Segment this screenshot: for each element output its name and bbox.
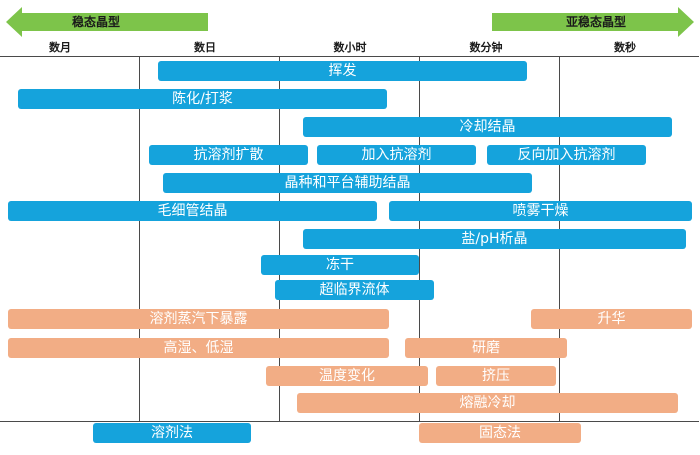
stable-form-label: 稳态晶型 [72, 15, 121, 29]
process-salt-ph: 盐/pH析晶 [303, 229, 686, 249]
process-aging-slurry: 陈化/打浆 [18, 89, 387, 109]
scale-days: 数日 [194, 41, 216, 54]
stress-humidity: 高湿、低湿 [8, 338, 389, 358]
process-evaporation: 挥发 [158, 61, 527, 81]
process-supercritical: 超临界流体 [275, 280, 434, 300]
stable-form-arrow: 稳态晶型 [6, 7, 208, 37]
process-cooling: 冷却结晶 [303, 117, 672, 137]
scale-minutes: 数分钟 [469, 41, 503, 54]
stress-temperature: 温度变化 [266, 366, 428, 386]
process-capillary: 毛细管结晶 [8, 201, 377, 221]
scale-seconds: 数秒 [614, 41, 636, 54]
scale-hours: 数小时 [333, 41, 367, 54]
metastable-form-label: 亚稳态晶型 [566, 15, 627, 29]
grid-line [279, 56, 280, 421]
method-solid-state: 固态法 [419, 423, 581, 443]
process-freeze-drying: 冻干 [261, 255, 419, 275]
stress-sublimation: 升华 [531, 309, 692, 329]
method-solution: 溶剂法 [93, 423, 251, 443]
stress-compression: 挤压 [436, 366, 556, 386]
process-antisolvent-addition: 加入抗溶剂 [317, 145, 476, 165]
stress-grinding: 研磨 [405, 338, 567, 358]
timeline-frame [0, 56, 699, 422]
stress-melt-cooling: 熔融冷却 [297, 393, 678, 413]
process-reverse-antisolvent: 反向加入抗溶剂 [487, 145, 646, 165]
process-spray-drying: 喷雾干燥 [389, 201, 692, 221]
scale-months: 数月 [49, 41, 71, 54]
metastable-form-arrow: 亚稳态晶型 [492, 7, 694, 37]
grid-line [139, 56, 140, 421]
process-antisolvent-diffusion: 抗溶剂扩散 [149, 145, 308, 165]
process-seeding: 晶种和平台辅助结晶 [163, 173, 532, 193]
stress-vapor-exposure: 溶剂蒸汽下暴露 [8, 309, 389, 329]
